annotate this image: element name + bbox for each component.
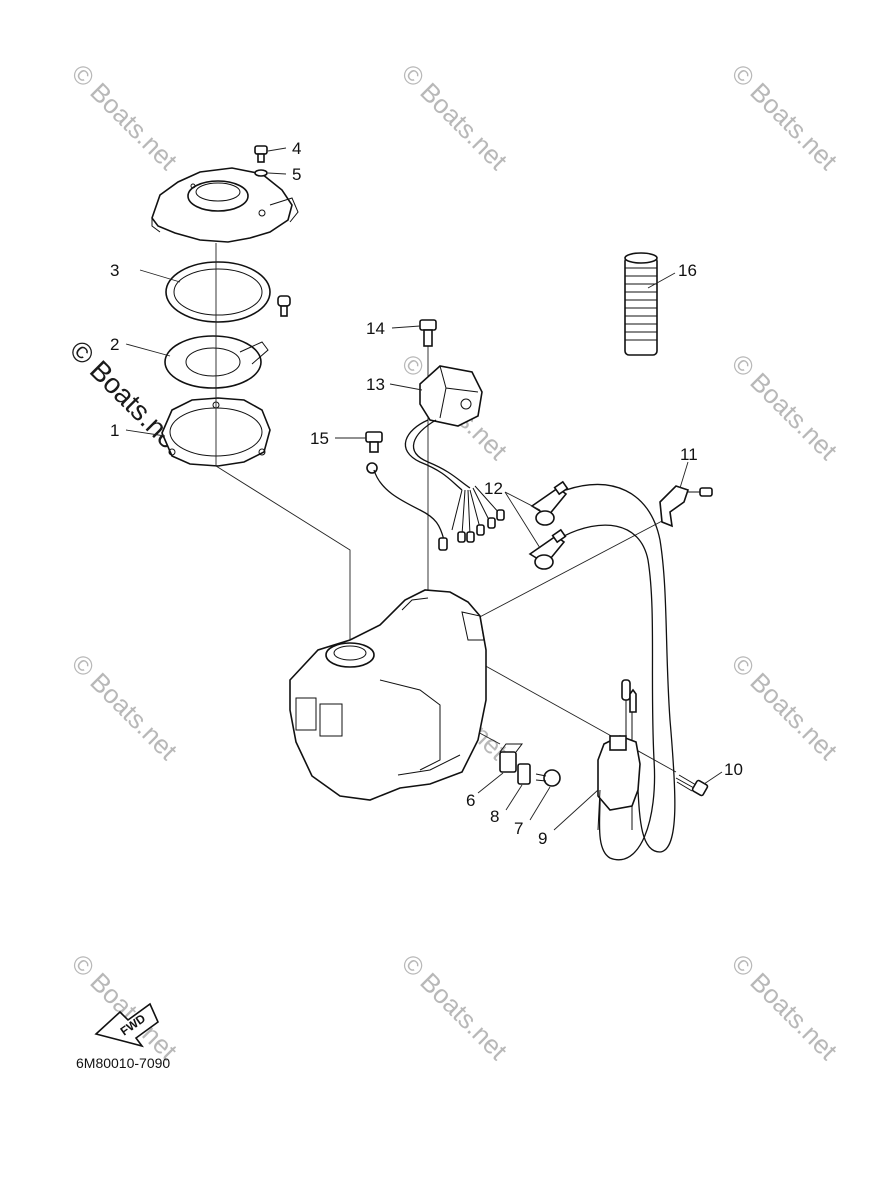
callout-12: 12	[484, 479, 503, 498]
part-6	[499, 743, 523, 773]
callout-8: 8	[490, 807, 499, 826]
watermark: © Boats.net	[66, 948, 184, 1066]
bolt-4	[254, 145, 268, 163]
watermark: © Boats.net	[726, 948, 844, 1066]
cdi-harness	[373, 419, 505, 551]
ignition-coil-9	[597, 679, 641, 831]
ring-3	[165, 261, 271, 323]
callout-labels: 1 2 3 4 5 6 7 8 9 10 11 12 13 14 15 16	[110, 139, 743, 848]
part-7	[535, 769, 561, 787]
watermark: © Boats.net	[726, 348, 844, 466]
leader-lines	[125, 147, 723, 831]
washer-5	[254, 169, 268, 177]
bolt-14	[419, 319, 437, 347]
callout-9: 9	[538, 829, 547, 848]
charge-coil-16	[624, 252, 658, 356]
watermark: © Boats.net	[66, 58, 184, 176]
spark-plug-cap-12b	[528, 528, 567, 570]
bolt-10	[675, 774, 709, 797]
part-8	[517, 763, 531, 785]
fwd-arrow: FWD	[94, 1002, 159, 1048]
callout-1: 1	[110, 421, 119, 440]
callout-16: 16	[678, 261, 697, 280]
engine-block	[289, 589, 487, 801]
watermark: © Boats.net	[396, 948, 514, 1066]
callout-2: 2	[110, 335, 119, 354]
callout-3: 3	[110, 261, 119, 280]
watermark: © Boats.net	[396, 58, 514, 176]
callout-13: 13	[366, 375, 385, 394]
ht-leads	[563, 483, 676, 861]
watermark: © Boats.net	[726, 58, 844, 176]
clamp-11	[659, 485, 713, 528]
stator-base-plate	[151, 167, 299, 243]
ring-2	[164, 335, 269, 389]
bolt-15	[365, 431, 383, 474]
spark-plug-cap-12a	[530, 480, 569, 526]
callout-10: 10	[724, 760, 743, 779]
callout-4: 4	[292, 139, 301, 158]
callout-5: 5	[292, 165, 301, 184]
callout-7: 7	[514, 819, 523, 838]
callout-6: 6	[466, 791, 475, 810]
screw	[277, 295, 291, 317]
callout-14: 14	[366, 319, 385, 338]
callout-11: 11	[680, 445, 698, 464]
cdi-unit-13	[419, 365, 483, 427]
callout-15: 15	[310, 429, 329, 448]
watermark: © Boats.net	[66, 648, 184, 766]
watermark: © Boats.net	[726, 648, 844, 766]
part-code: 6M80010-7090	[76, 1055, 170, 1071]
